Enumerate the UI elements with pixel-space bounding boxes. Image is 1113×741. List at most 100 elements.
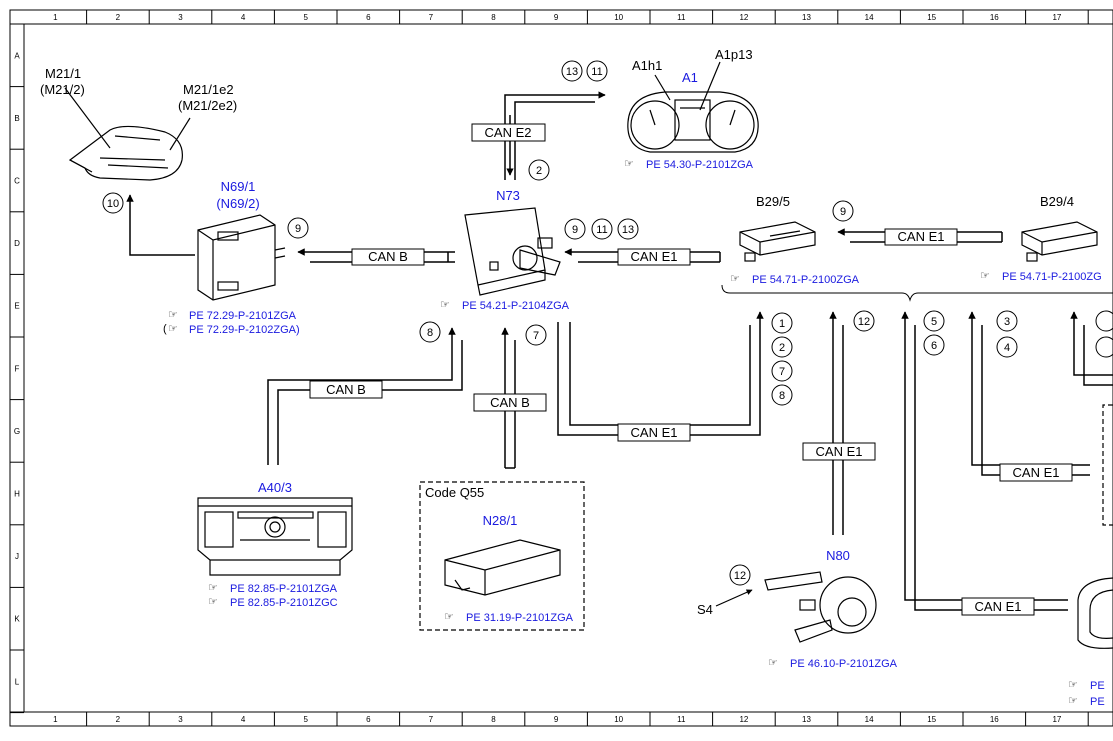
grid-column-label: 13 bbox=[802, 13, 811, 22]
hand-icon: ☞ bbox=[440, 299, 450, 311]
n73-component: N73 ☞ PE 54.21-P-2104ZGA bbox=[440, 188, 570, 312]
b29-group-brace bbox=[721, 284, 1113, 302]
n28-ref: ☞ PE 31.19-P-2101ZGA bbox=[444, 611, 574, 624]
can-b-n69-box: CAN B bbox=[351, 248, 425, 266]
callout-circle bbox=[923, 310, 945, 332]
callout-circle bbox=[102, 192, 124, 214]
cluster-sub2: A1p13 bbox=[715, 47, 753, 62]
cluster-drawing bbox=[627, 61, 759, 153]
grid-column-label: 2 bbox=[116, 13, 121, 22]
svg-text:PE: PE bbox=[1090, 680, 1105, 692]
svg-text:PE 54.71-P-2100ZG: PE 54.71-P-2100ZG bbox=[1002, 271, 1102, 283]
b29-5-ref: ☞ PE 54.71-P-2100ZGA bbox=[730, 273, 860, 286]
svg-text:A40/3: A40/3 bbox=[258, 480, 292, 495]
callout-number: 12 bbox=[734, 570, 746, 582]
far-right-partial bbox=[1077, 404, 1113, 649]
n80-drawing bbox=[764, 571, 877, 643]
b29-4-ref: ☞ PE 54.71-P-2100ZG bbox=[980, 270, 1102, 283]
callout-circle bbox=[832, 200, 854, 222]
far-right-link bbox=[1070, 311, 1113, 386]
svg-text:(: ( bbox=[163, 323, 167, 335]
grid-column-label: 4 bbox=[241, 13, 246, 22]
svg-text:CAN B: CAN B bbox=[490, 395, 530, 410]
grid-column-label: 1 bbox=[53, 13, 58, 22]
callout-number: 2 bbox=[536, 165, 542, 177]
grid-column-label: 11 bbox=[677, 13, 686, 22]
svg-text:PE 54.71-P-2100ZGA: PE 54.71-P-2100ZGA bbox=[752, 274, 860, 286]
mirror-label-3: M21/1e2 bbox=[183, 82, 234, 97]
hand-icon: ☞ bbox=[168, 323, 178, 335]
b29-5-drawing bbox=[739, 221, 816, 262]
can-e1-bottom-box: CAN E1 bbox=[617, 423, 691, 442]
svg-text:PE 72.29-P-2102ZGA: PE 72.29-P-2102ZGA bbox=[189, 324, 297, 336]
callout-number: 3 bbox=[1004, 316, 1010, 328]
cluster-sub1: A1h1 bbox=[632, 58, 662, 73]
grid-column-label: 7 bbox=[429, 715, 434, 724]
callout-circle bbox=[419, 321, 441, 343]
grid-column-label: 8 bbox=[491, 13, 496, 22]
hand-icon: ☞ bbox=[208, 596, 218, 608]
can-e1-right-box: CAN E1 bbox=[999, 463, 1073, 482]
grid-row-label: D bbox=[14, 239, 20, 248]
svg-text:PE 46.10-P-2101ZGA: PE 46.10-P-2101ZGA bbox=[790, 658, 898, 670]
grid-row-label: A bbox=[14, 51, 20, 60]
grid-column-label: 4 bbox=[241, 715, 246, 724]
can-b-n28-box: CAN B bbox=[473, 393, 547, 412]
grid-column-label: 5 bbox=[303, 13, 308, 22]
callout-circle bbox=[564, 218, 586, 240]
callout-circle bbox=[771, 384, 793, 406]
callout-circle bbox=[528, 159, 550, 181]
callout-number: 5 bbox=[931, 316, 937, 328]
grid-column-label: 8 bbox=[491, 715, 496, 724]
can-e1-lower-box: CAN E1 bbox=[961, 597, 1035, 616]
n73-ref: ☞ PE 54.21-P-2104ZGA bbox=[440, 299, 570, 312]
can-e1-n80-link bbox=[829, 311, 844, 535]
mirror-drawing bbox=[64, 87, 191, 181]
hand-icon: ☞ bbox=[980, 270, 990, 282]
grid-column-label: 9 bbox=[554, 715, 559, 724]
svg-text:Code Q55: Code Q55 bbox=[425, 485, 484, 500]
grid-column-label: 12 bbox=[739, 715, 748, 724]
grid-row-label: L bbox=[15, 677, 20, 686]
callout-number: 12 bbox=[858, 316, 870, 328]
callout-circle bbox=[996, 336, 1018, 358]
grid-row-label: E bbox=[14, 302, 19, 311]
callout-circle bbox=[561, 60, 583, 82]
callout-number: 11 bbox=[596, 224, 607, 236]
n69-to-mirror-line bbox=[126, 194, 195, 256]
callout-circle bbox=[617, 218, 639, 240]
grid-column-label: 6 bbox=[366, 13, 371, 22]
grid-row-label: F bbox=[15, 364, 20, 373]
svg-text:CAN B: CAN B bbox=[368, 249, 408, 264]
grid-row-label: J bbox=[15, 552, 19, 561]
callout-number: 8 bbox=[779, 390, 785, 402]
callout-circle bbox=[771, 312, 793, 334]
svg-text:CAN E1: CAN E1 bbox=[631, 249, 678, 264]
callout-circle bbox=[771, 336, 793, 358]
callout-circle bbox=[586, 60, 608, 82]
grid-row-label: K bbox=[14, 615, 20, 624]
grid-column-label: 5 bbox=[303, 715, 308, 724]
svg-text:PE 82.85-P-2101ZGA: PE 82.85-P-2101ZGA bbox=[230, 583, 338, 595]
grid-column-ticks: 1122334455667788991010111112121313141415… bbox=[10, 10, 1113, 726]
cluster-ref: ☞ PE 54.30-P-2101ZGA bbox=[624, 158, 754, 171]
grid-column-label: 10 bbox=[614, 715, 623, 724]
can-e1-n80-box: CAN E1 bbox=[802, 442, 876, 461]
grid-row-label: H bbox=[14, 490, 20, 499]
svg-text:CAN E1: CAN E1 bbox=[1013, 465, 1060, 480]
callout-number: 7 bbox=[779, 366, 785, 378]
cluster-name: A1 bbox=[682, 70, 698, 85]
callout-number: 9 bbox=[295, 223, 301, 235]
callout-circle bbox=[771, 360, 793, 382]
hand-icon: ☞ bbox=[444, 611, 454, 623]
callout-number: 13 bbox=[566, 66, 578, 78]
callout-number: 10 bbox=[107, 198, 119, 210]
callout-number: 7 bbox=[533, 330, 539, 342]
callout-number: 8 bbox=[427, 327, 433, 339]
grid-column-label: 14 bbox=[865, 715, 874, 724]
hand-icon: ☞ bbox=[730, 273, 740, 285]
grid-column-label: 7 bbox=[429, 13, 434, 22]
